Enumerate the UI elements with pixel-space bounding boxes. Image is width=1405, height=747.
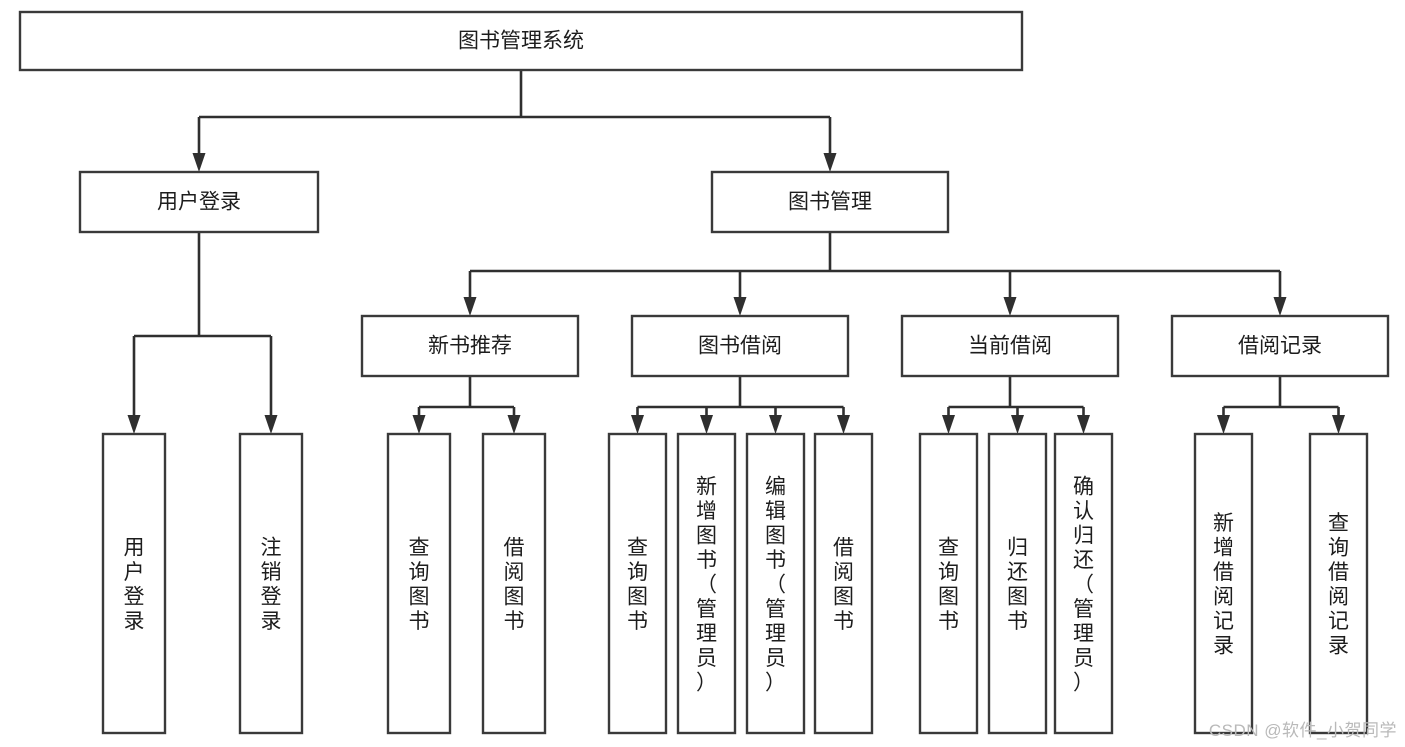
edge-group-book-manage xyxy=(463,232,1287,316)
node-leaf-add-book-admin[interactable]: 新增图书（管理员） xyxy=(676,432,737,735)
node-label: 图书借阅 xyxy=(698,335,782,358)
edge-group-new-book-recommend xyxy=(412,376,521,434)
node-book-borrow[interactable]: 图书借阅 xyxy=(630,314,850,378)
node-root[interactable]: 图书管理系统 xyxy=(18,10,1024,72)
node-label: 确认归还（管理员） xyxy=(1073,475,1094,694)
node-current-borrow[interactable]: 当前借阅 xyxy=(900,314,1120,378)
arrow-head-icon xyxy=(264,415,278,434)
node-box xyxy=(1308,432,1369,735)
node-label: 归还图书 xyxy=(1007,537,1028,634)
node-leaf-edit-book-admin[interactable]: 编辑图书（管理员） xyxy=(745,432,806,735)
node-leaf-query-book-current[interactable]: 查询图书 xyxy=(918,432,979,735)
arrow-head-icon xyxy=(1003,297,1017,316)
node-leaf-user-login[interactable]: 用户登录 xyxy=(101,432,167,735)
node-box xyxy=(630,314,850,378)
connector-layer xyxy=(127,70,1345,434)
arrow-head-icon xyxy=(507,415,521,434)
node-box xyxy=(481,432,547,735)
node-box xyxy=(813,432,874,735)
node-box xyxy=(1053,432,1114,735)
node-leaf-query-borrow-record[interactable]: 查询借阅记录 xyxy=(1308,432,1369,735)
node-label: 新增借阅记录 xyxy=(1213,512,1234,658)
node-leaf-query-book-rec[interactable]: 查询图书 xyxy=(386,432,452,735)
node-leaf-confirm-return-admin[interactable]: 确认归还（管理员） xyxy=(1053,432,1114,735)
arrow-head-icon xyxy=(192,153,206,172)
node-leaf-borrow-book[interactable]: 借阅图书 xyxy=(813,432,874,735)
node-box xyxy=(1170,314,1390,378)
arrow-head-icon xyxy=(700,415,713,434)
node-box xyxy=(676,432,737,735)
arrow-head-icon xyxy=(463,297,477,316)
arrow-head-icon xyxy=(127,415,141,434)
node-label: 注销登录 xyxy=(261,537,282,634)
arrow-head-icon xyxy=(769,415,782,434)
node-label: 用户登录 xyxy=(157,191,241,214)
node-label: 查询图书 xyxy=(627,537,648,634)
node-box xyxy=(386,432,452,735)
node-label: 新增图书（管理员） xyxy=(696,475,717,694)
arrow-head-icon xyxy=(1332,415,1345,434)
node-label: 图书管理 xyxy=(788,191,872,214)
node-label: 借阅图书 xyxy=(504,537,525,634)
node-leaf-add-borrow-record[interactable]: 新增借阅记录 xyxy=(1193,432,1254,735)
node-box xyxy=(101,432,167,735)
node-borrow-record[interactable]: 借阅记录 xyxy=(1170,314,1390,378)
node-label: 查询图书 xyxy=(938,537,959,634)
edge-group-borrow-record xyxy=(1217,376,1345,434)
arrow-head-icon xyxy=(837,415,850,434)
node-leaf-return-book[interactable]: 归还图书 xyxy=(987,432,1048,735)
arrow-head-icon xyxy=(942,415,955,434)
arrow-head-icon xyxy=(1077,415,1090,434)
edge-group-book-borrow xyxy=(631,376,850,434)
node-box xyxy=(360,314,580,378)
node-box xyxy=(918,432,979,735)
arrow-head-icon xyxy=(631,415,644,434)
node-box xyxy=(18,10,1024,72)
node-label: 查询借阅记录 xyxy=(1328,512,1349,658)
node-leaf-logout[interactable]: 注销登录 xyxy=(238,432,304,735)
node-box xyxy=(900,314,1120,378)
node-label: 用户登录 xyxy=(124,537,145,634)
node-box xyxy=(238,432,304,735)
node-box xyxy=(710,170,950,234)
node-label: 当前借阅 xyxy=(968,335,1052,358)
node-new-book-recommend[interactable]: 新书推荐 xyxy=(360,314,580,378)
arrow-head-icon xyxy=(733,297,747,316)
node-user-login[interactable]: 用户登录 xyxy=(78,170,320,234)
node-label: 图书管理系统 xyxy=(458,30,584,53)
node-label: 编辑图书（管理员） xyxy=(765,475,786,694)
node-label: 借阅图书 xyxy=(833,537,854,634)
arrow-head-icon xyxy=(412,415,426,434)
node-label: 新书推荐 xyxy=(428,335,512,358)
node-box xyxy=(745,432,806,735)
node-leaf-query-book-borrow[interactable]: 查询图书 xyxy=(607,432,668,735)
node-layer: 图书管理系统用户登录图书管理新书推荐图书借阅当前借阅借阅记录用户登录注销登录查询… xyxy=(18,10,1390,735)
node-label: 借阅记录 xyxy=(1238,335,1322,358)
node-box xyxy=(1193,432,1254,735)
edge-group-current-borrow xyxy=(942,376,1090,434)
node-label: 查询图书 xyxy=(409,537,430,634)
node-leaf-borrow-book-rec[interactable]: 借阅图书 xyxy=(481,432,547,735)
edge-group-root xyxy=(192,70,837,172)
arrow-head-icon xyxy=(1273,297,1287,316)
arrow-head-icon xyxy=(1217,415,1230,434)
node-box xyxy=(987,432,1048,735)
edge-group-user-login xyxy=(127,232,278,434)
node-book-manage[interactable]: 图书管理 xyxy=(710,170,950,234)
arrow-head-icon xyxy=(823,153,837,172)
node-box xyxy=(607,432,668,735)
arrow-head-icon xyxy=(1011,415,1024,434)
watermark-label: CSDN @软件_小贺同学 xyxy=(1208,721,1397,740)
node-box xyxy=(78,170,320,234)
